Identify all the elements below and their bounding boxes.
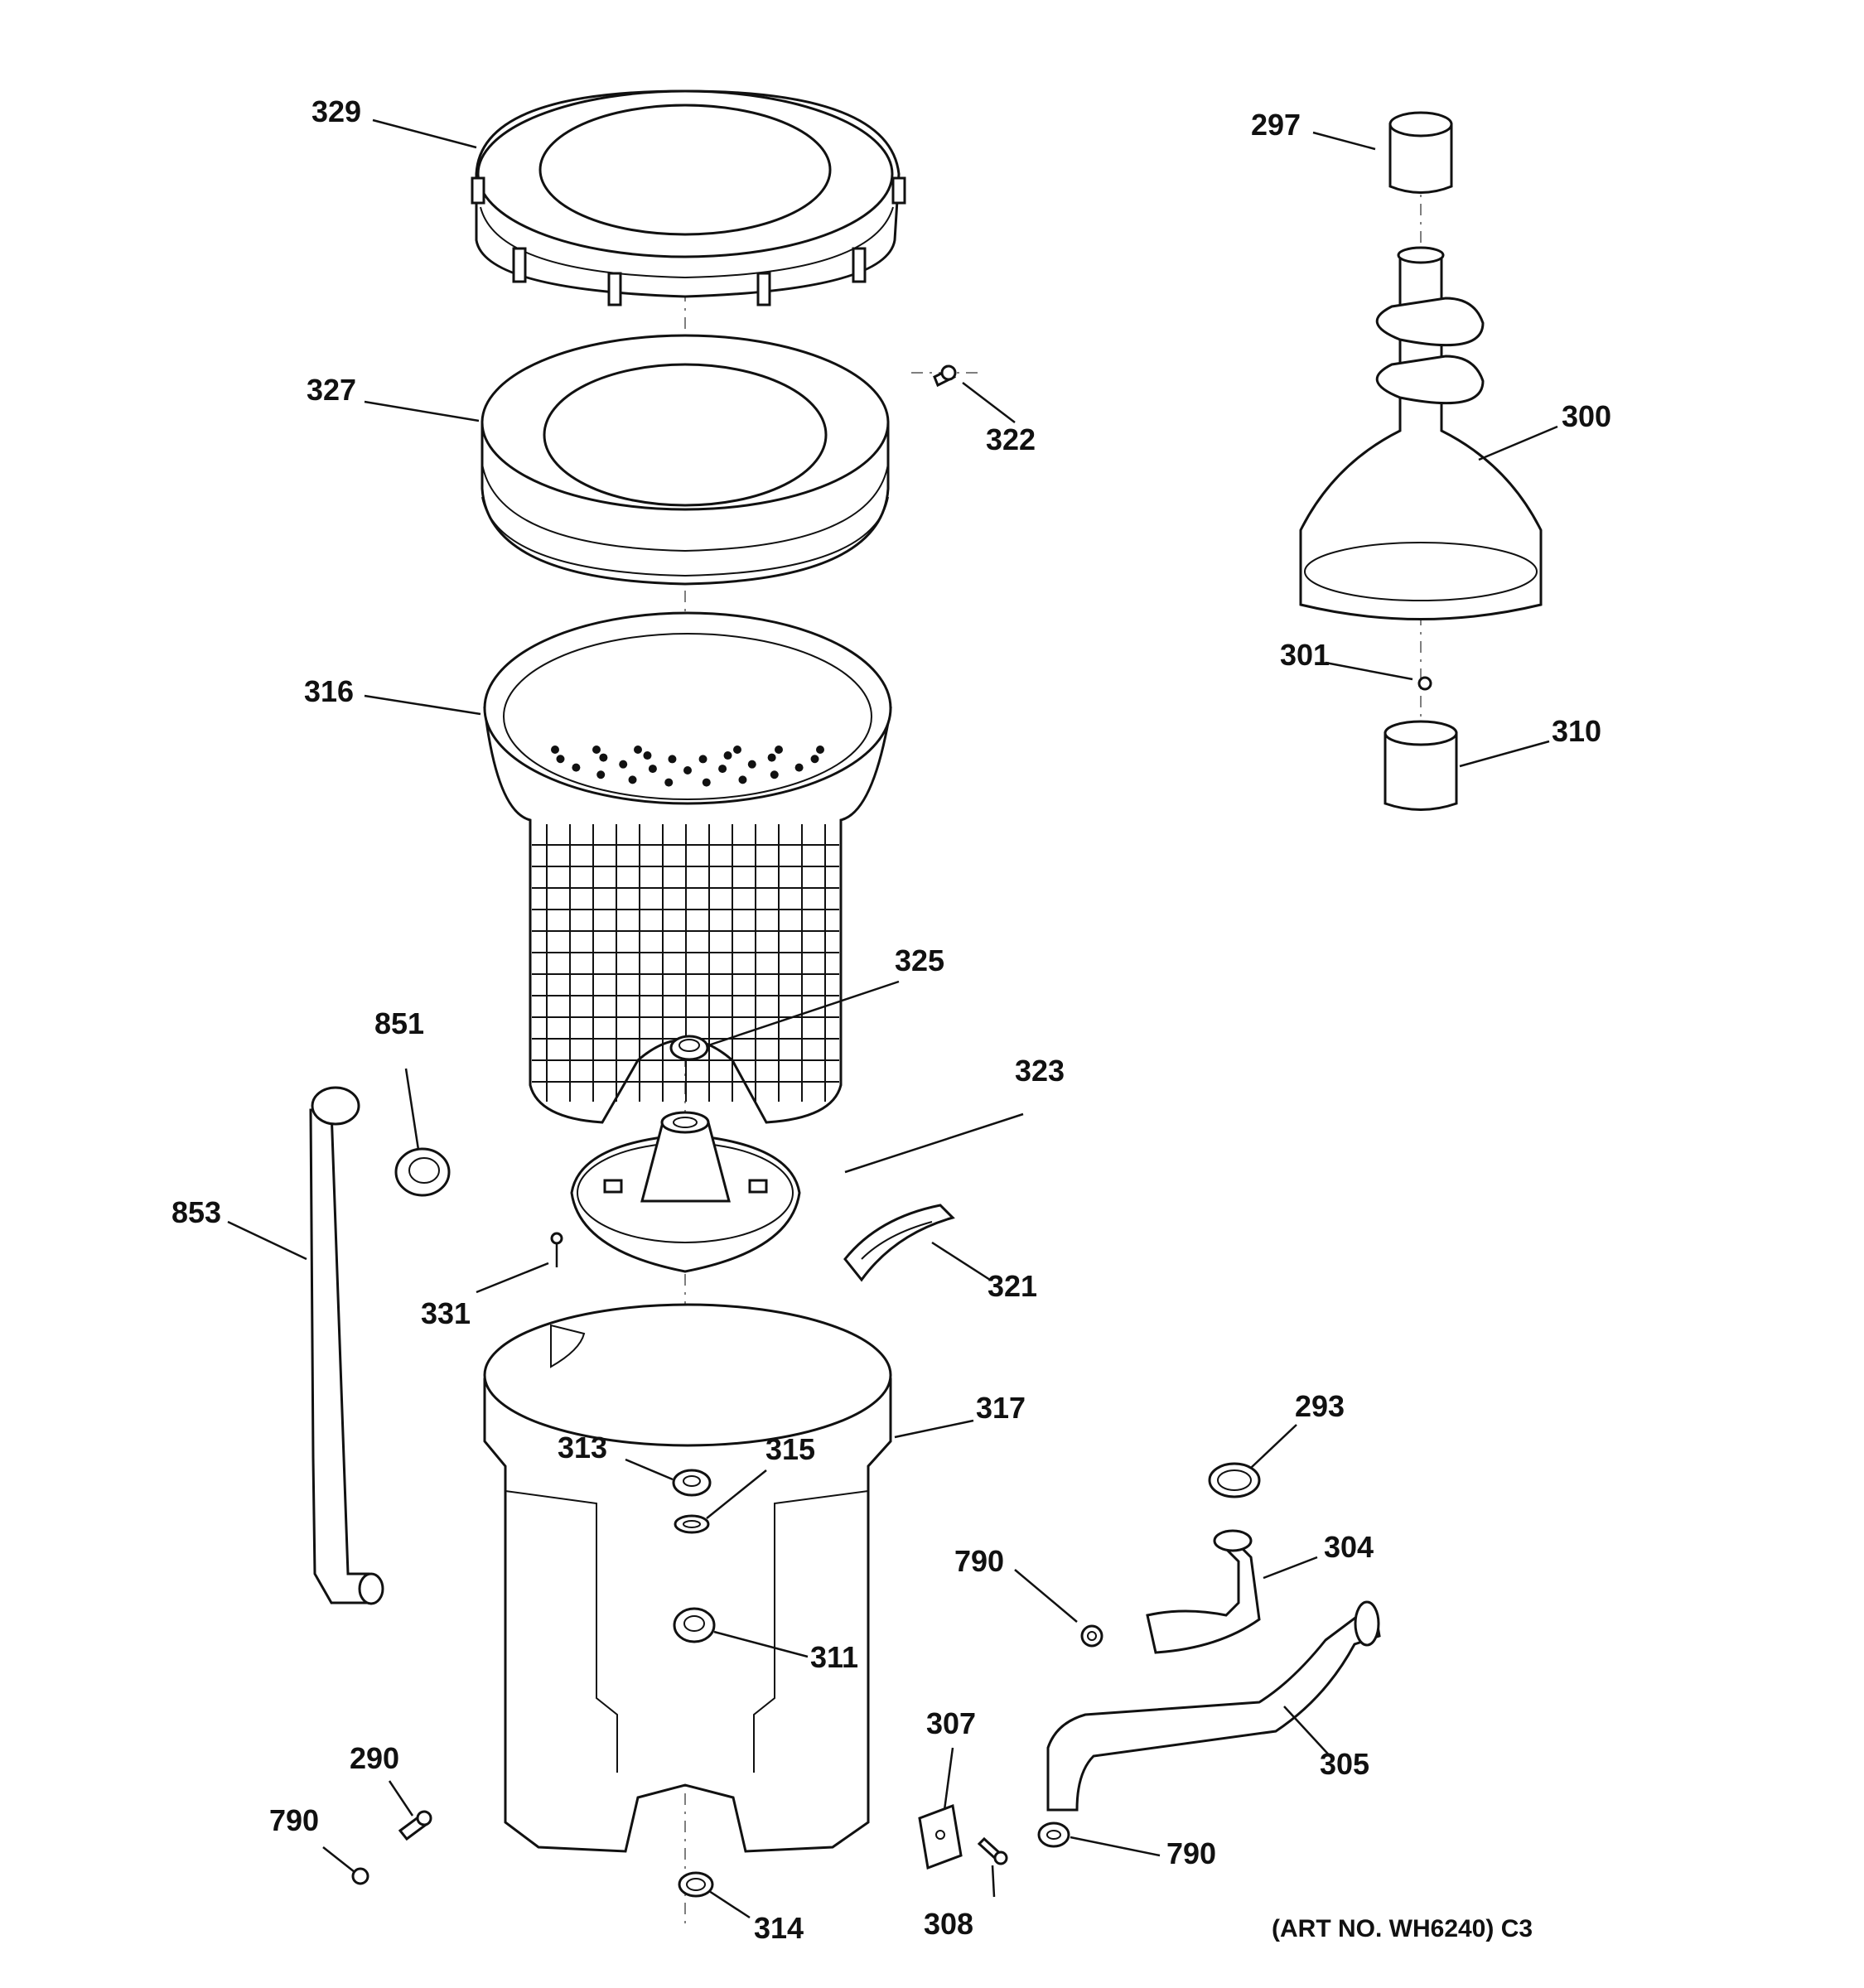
callout-790-bottom: 790 <box>1166 1836 1216 1870</box>
part-300-agitator[interactable] <box>1299 246 1543 620</box>
part-329-tub-cover[interactable] <box>471 89 906 306</box>
callout-297: 297 <box>1251 108 1301 142</box>
part-323-hub[interactable] <box>570 1111 801 1273</box>
callout-317: 317 <box>976 1391 1026 1425</box>
callout-301: 301 <box>1280 638 1330 672</box>
part-317-outer-tub[interactable] <box>483 1303 892 1853</box>
callout-314: 314 <box>754 1911 804 1945</box>
part-321-filter[interactable] <box>843 1204 955 1282</box>
part-853-rod[interactable] <box>309 1086 384 1605</box>
leader-lines <box>227 118 1558 1919</box>
basket-hole <box>747 760 756 769</box>
basket-hole <box>775 746 783 754</box>
basket-hole <box>668 755 677 764</box>
basket-hole <box>794 763 804 772</box>
part-311-nut[interactable] <box>673 1607 716 1643</box>
part-290-pin[interactable] <box>398 1810 432 1841</box>
basket-hole <box>816 746 824 754</box>
callout-327: 327 <box>307 373 356 407</box>
callout-316: 316 <box>304 674 354 708</box>
callout-853: 853 <box>171 1195 221 1229</box>
basket-hole <box>599 753 608 762</box>
part-322-screw[interactable] <box>933 364 957 388</box>
basket-hole <box>718 765 727 774</box>
callout-323: 323 <box>1015 1054 1065 1088</box>
basket-hole <box>702 778 711 787</box>
callout-315: 315 <box>765 1432 815 1466</box>
basket-hole <box>733 746 741 754</box>
basket-hole <box>596 770 606 779</box>
basket-hole <box>551 746 559 754</box>
part-790-clip-bottom[interactable] <box>1037 1822 1070 1848</box>
basket-hole <box>556 755 565 764</box>
callout-311: 311 <box>810 1640 858 1674</box>
callout-290: 290 <box>350 1741 399 1775</box>
callout-labels: 329 327 322 316 325 851 853 323 331 321 … <box>171 94 1611 1945</box>
callout-310: 310 <box>1552 714 1601 748</box>
part-297-cap[interactable] <box>1388 111 1453 194</box>
callout-313: 313 <box>558 1431 607 1464</box>
callout-293: 293 <box>1295 1389 1345 1423</box>
part-304-hose[interactable] <box>1146 1529 1261 1654</box>
basket-hole <box>628 775 637 784</box>
callout-329: 329 <box>311 94 361 128</box>
part-331-screw[interactable] <box>550 1232 563 1267</box>
part-307-bracket[interactable] <box>918 1803 963 1870</box>
part-314-ring[interactable] <box>678 1871 714 1898</box>
basket-hole <box>664 778 674 787</box>
part-313-nut[interactable] <box>672 1469 712 1497</box>
callout-851: 851 <box>374 1006 424 1040</box>
callout-325: 325 <box>895 943 944 977</box>
basket-hole <box>619 760 628 769</box>
basket-hole <box>634 746 642 754</box>
callout-322: 322 <box>986 422 1036 456</box>
part-315-washer[interactable] <box>674 1514 710 1534</box>
part-293-clamp[interactable] <box>1208 1462 1261 1498</box>
callout-790-mid: 790 <box>954 1544 1004 1578</box>
part-310-coupling[interactable] <box>1384 720 1458 811</box>
basket-hole <box>770 770 779 779</box>
callout-307: 307 <box>926 1706 976 1740</box>
basket-holes <box>551 746 824 787</box>
basket-hole <box>810 755 819 764</box>
part-790-clip-left[interactable] <box>351 1867 369 1885</box>
part-790-clip-mid[interactable] <box>1080 1624 1103 1648</box>
callout-300: 300 <box>1562 399 1611 433</box>
basket-hole <box>738 775 747 784</box>
basket-hole <box>698 755 707 764</box>
basket-hole <box>648 765 657 774</box>
callout-321: 321 <box>988 1269 1037 1303</box>
part-851-knob[interactable] <box>394 1147 451 1197</box>
basket-hole <box>767 753 776 762</box>
art-number: (ART NO. WH6240) C3 <box>1272 1915 1533 1942</box>
basket-hole <box>723 751 732 760</box>
basket-hole <box>572 763 581 772</box>
part-327-balance-ring[interactable] <box>480 334 890 586</box>
part-325-bearing[interactable] <box>669 1035 709 1061</box>
callout-304: 304 <box>1324 1530 1374 1564</box>
part-308-screw[interactable] <box>977 1836 1008 1865</box>
basket-grid <box>532 824 839 1102</box>
callout-308: 308 <box>924 1907 973 1941</box>
callout-790-left: 790 <box>269 1803 319 1837</box>
basket-hole <box>643 751 652 760</box>
callout-331: 331 <box>421 1296 471 1330</box>
basket-hole <box>592 746 601 754</box>
callout-305: 305 <box>1320 1747 1369 1781</box>
basket-hole <box>683 766 692 774</box>
part-305-drain-hose[interactable] <box>1046 1600 1381 1812</box>
part-301-screw[interactable] <box>1417 676 1432 691</box>
